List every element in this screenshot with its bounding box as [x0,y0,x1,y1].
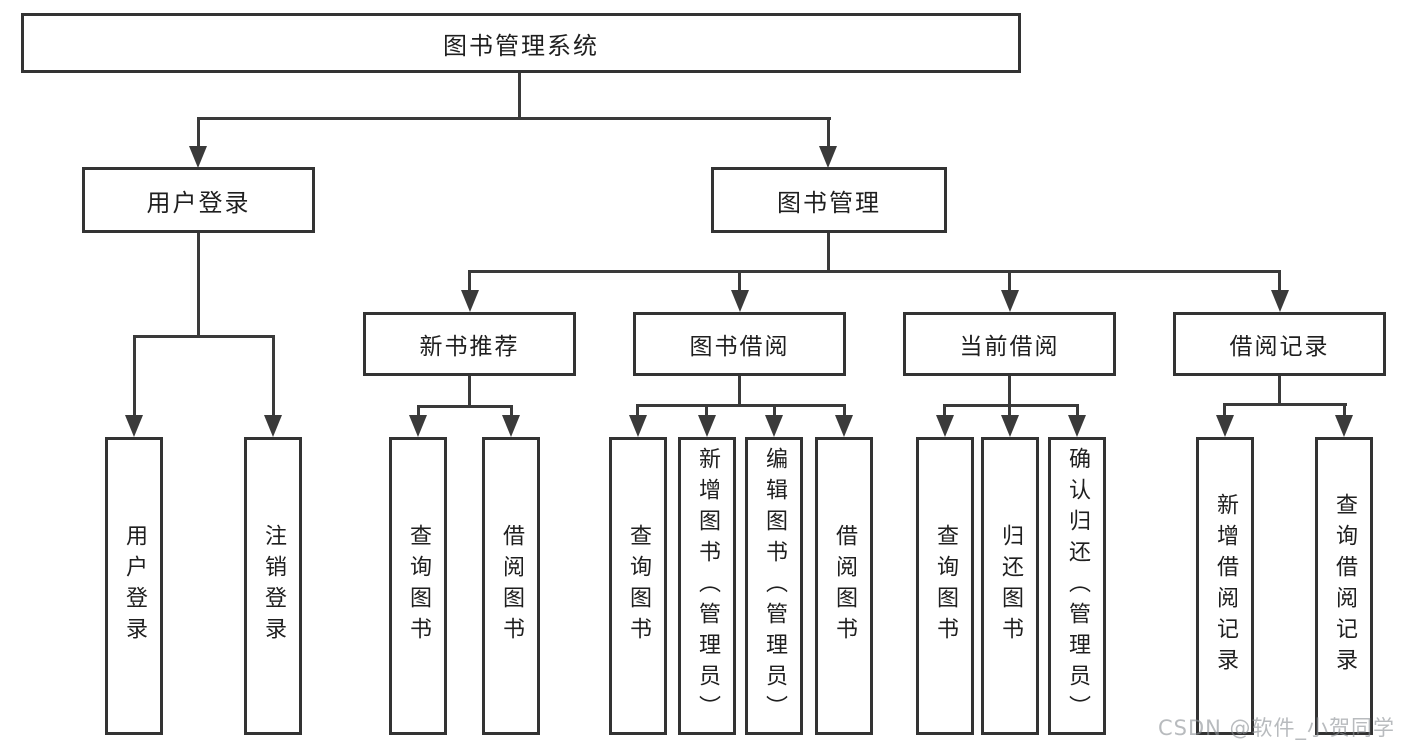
csdn-watermark: CSDN @软件_小贺同学 [1158,716,1396,740]
connector-drop-leaf [133,335,136,417]
node-label: 归还图书 [998,524,1023,648]
node-label: 新增图书（管理员） [695,446,720,726]
connector-drop-l3 [738,270,741,292]
connector-drop-leaf [773,404,776,418]
connector-drop-leaf [1076,404,1079,418]
node-label: 借阅图书 [499,524,524,648]
node-label: 图书管理系统 [443,31,599,60]
node-label: 借阅图书 [832,524,857,648]
node-user-login: 用户登录 [82,167,315,233]
arrow-down-icon [461,290,479,312]
node-label: 用户登录 [146,188,251,217]
arrow-down-icon [1335,415,1353,437]
node-borrow-records: 借阅记录 [1173,312,1386,376]
leaf-confirm-return-admin: 确认归还（管理员） [1048,437,1106,735]
leaf-return-books: 归还图书 [981,437,1039,735]
connector-records-branch [1223,403,1347,406]
leaf-borrow-books-2: 借阅图书 [815,437,873,735]
node-label: 当前借阅 [959,334,1060,360]
node-new-book-recommend: 新书推荐 [363,312,576,376]
node-label: 新增借阅记录 [1213,493,1238,679]
arrow-down-icon [936,415,954,437]
connector-drop-leaf [417,405,420,419]
arrow-down-icon [731,290,749,312]
connector-drop-l3 [1278,270,1281,292]
arrow-down-icon [1271,290,1289,312]
connector-drop-leaf [1223,403,1226,417]
connector-drop-leaf [1343,403,1346,417]
node-label: 图书借阅 [689,334,790,360]
connector-management-branch [468,270,1281,273]
connector-management-stem [827,233,830,272]
connector-drop-leaf [843,404,846,418]
leaf-query-books-2: 查询图书 [609,437,667,735]
connector-current-stem [1008,376,1011,406]
node-label: 查询图书 [933,524,958,648]
node-label: 查询借阅记录 [1332,493,1357,679]
connector-drop-leaf [705,404,708,418]
connector-recommend-branch [417,405,513,408]
arrow-down-icon [629,415,647,437]
node-label: 用户登录 [122,524,147,648]
node-book-management: 图书管理 [711,167,947,233]
arrow-down-icon [502,415,520,437]
connector-records-stem [1278,376,1281,405]
arrow-down-icon [1216,415,1234,437]
node-label: 确认归还（管理员） [1065,446,1090,726]
arrow-down-icon [264,415,282,437]
node-label: 注销登录 [261,524,286,648]
connector-drop-leaf [636,404,639,418]
leaf-add-borrow-record: 新增借阅记录 [1196,437,1254,735]
connector-root-stem [518,73,521,119]
connector-drop-l3 [468,270,471,292]
connector-drop-leaf [1008,404,1011,418]
arrow-down-icon [819,146,837,168]
connector-current-branch [943,404,1079,407]
arrow-down-icon [765,415,783,437]
node-root-system: 图书管理系统 [21,13,1021,73]
connector-recommend-stem [468,376,471,407]
connector-drop-l3 [1008,270,1011,292]
node-label: 图书管理 [777,188,881,217]
node-book-borrow: 图书借阅 [633,312,846,376]
connector-borrow-stem [738,376,741,406]
arrow-down-icon [835,415,853,437]
node-label: 编辑图书（管理员） [762,446,787,726]
connector-drop-leaf [510,405,513,419]
leaf-query-books-1: 查询图书 [389,437,447,735]
connector-login-stem [197,233,200,337]
connector-login-branch [133,335,275,338]
connector-drop-leaf [272,335,275,417]
arrow-down-icon [1001,290,1019,312]
node-label: 查询图书 [626,524,651,648]
node-current-borrow: 当前借阅 [903,312,1116,376]
node-label: 查询图书 [406,524,431,648]
node-label: 借阅记录 [1229,334,1330,360]
arrow-down-icon [1001,415,1019,437]
leaf-borrow-books-1: 借阅图书 [482,437,540,735]
leaf-query-books-3: 查询图书 [916,437,974,735]
arrow-down-icon [698,415,716,437]
arrow-down-icon [125,415,143,437]
connector-drop-user-login [197,117,200,149]
arrow-down-icon [409,415,427,437]
leaf-edit-books-admin: 编辑图书（管理员） [745,437,803,735]
arrow-down-icon [1068,415,1086,437]
connector-drop-leaf [943,404,946,418]
leaf-user-login: 用户登录 [105,437,163,735]
leaf-add-books-admin: 新增图书（管理员） [678,437,736,735]
node-label: 新书推荐 [419,334,520,360]
connector-drop-book-management [827,117,830,149]
arrow-down-icon [189,146,207,168]
connector-borrow-branch [636,404,846,407]
connector-root-branch [197,117,831,120]
leaf-logout: 注销登录 [244,437,302,735]
leaf-query-borrow-record: 查询借阅记录 [1315,437,1373,735]
